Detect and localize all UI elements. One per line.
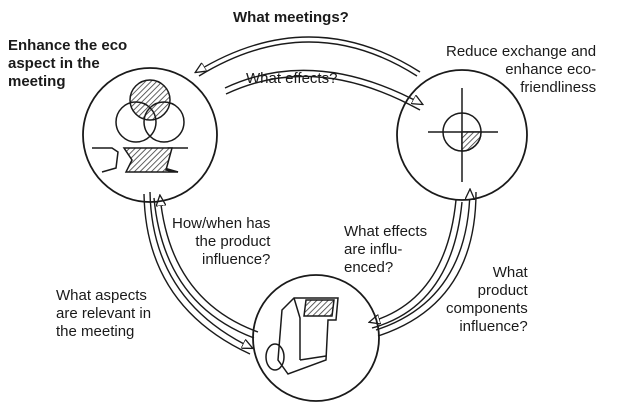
inner-top-question-label: What effects?	[246, 70, 338, 87]
top-question-label: What meetings?	[233, 9, 349, 26]
node-left	[82, 67, 218, 203]
right-inner-arrow	[370, 199, 457, 322]
left-outer-arrow	[149, 191, 252, 348]
right-outer-arrow	[375, 190, 470, 331]
node-bottom	[252, 274, 380, 402]
outer-arrows	[143, 36, 477, 355]
right-node-label: Reduce exchange and enhance eco- friendl…	[446, 43, 597, 96]
outer-right-question-label: What product components influence?	[446, 264, 528, 335]
puzzle-piece-icon	[92, 147, 188, 173]
left-node-label: Enhance the eco aspect in the meeting	[8, 37, 128, 90]
node-right	[396, 69, 528, 201]
inner-left-question-label: How/when has the product influence?	[172, 215, 271, 268]
product-device-icon	[265, 297, 339, 375]
top-inner-arrow	[224, 69, 422, 104]
left-inner-arrow	[160, 196, 259, 333]
inner-arrows	[153, 69, 463, 339]
overlapping-circles-icon	[115, 79, 185, 143]
outer-left-question-label: What aspects are relevant in the meeting	[56, 287, 152, 340]
inner-right-question-label: What effects are influ- enced?	[344, 223, 428, 276]
top-outer-arrow	[196, 36, 421, 72]
crosshair-icon	[428, 88, 498, 182]
